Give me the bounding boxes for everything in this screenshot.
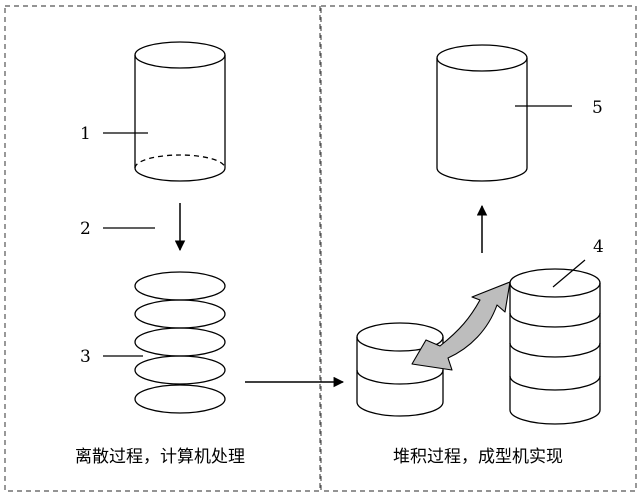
label-1: 1 bbox=[80, 124, 91, 144]
partial-stack bbox=[356, 322, 444, 417]
label-2: 2 bbox=[80, 219, 91, 239]
right-panel-border bbox=[320, 5, 637, 492]
sliced-layers bbox=[134, 271, 226, 414]
label-4: 4 bbox=[593, 237, 604, 257]
full-stack bbox=[509, 268, 601, 425]
label-3: 3 bbox=[80, 347, 91, 367]
right-panel-caption: 堆积过程，成型机实现 bbox=[393, 447, 563, 467]
curved-transfer-arrow bbox=[411, 281, 511, 371]
formed-part-cylinder bbox=[436, 44, 528, 182]
left-panel-border bbox=[4, 5, 321, 492]
left-panel-caption: 离散过程，计算机处理 bbox=[75, 447, 245, 467]
leader-line-4 bbox=[552, 259, 586, 288]
label-5: 5 bbox=[592, 98, 603, 118]
solid-cylinder-model bbox=[134, 41, 226, 182]
